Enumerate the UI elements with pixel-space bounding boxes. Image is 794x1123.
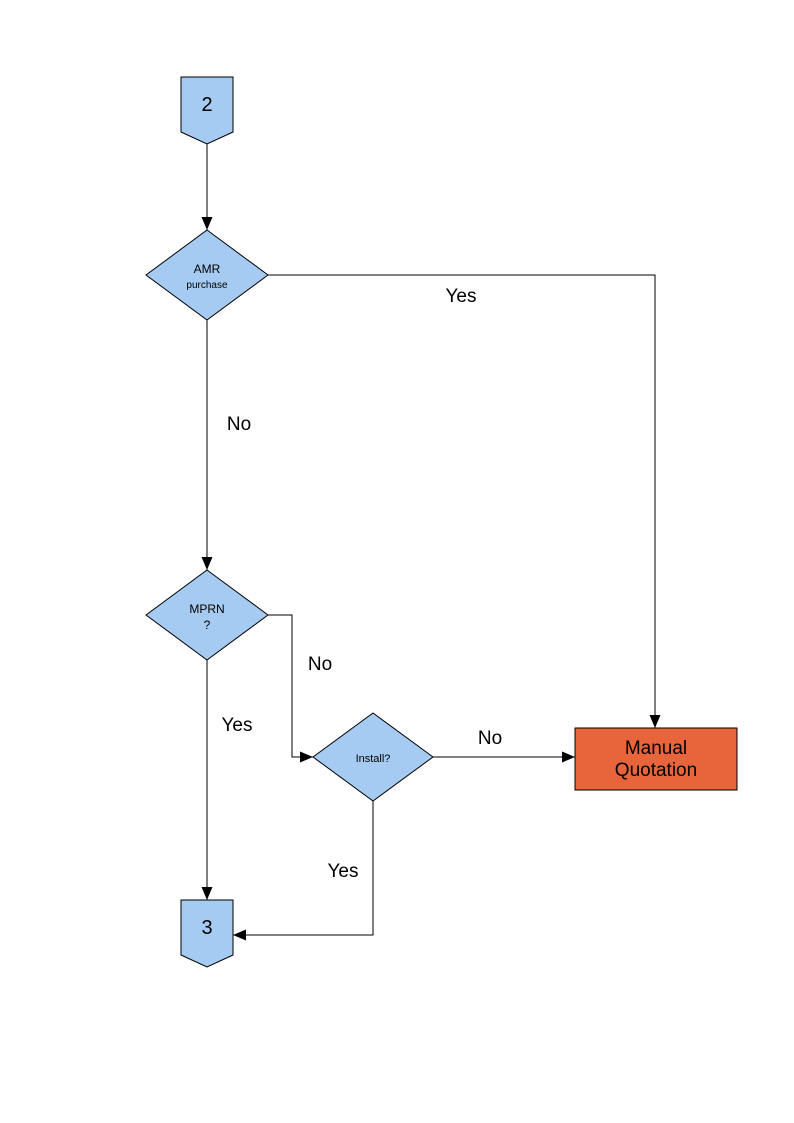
edge-amr-yes-to-manual-quotation [268, 274, 661, 728]
manual-quotation-label-line1: Manual [625, 738, 687, 759]
node-decision-install: Install? [312, 712, 434, 802]
mprn-label-line1: MPRN [189, 602, 224, 616]
install-diamond-shape [312, 712, 434, 802]
mprn-label-line2: ? [204, 618, 211, 632]
node-offpage-connector-2: 2 [180, 76, 234, 145]
offpage-connector-2-label: 2 [201, 94, 212, 116]
edge-label-amr-yes: Yes [446, 286, 477, 307]
offpage-connector-3-label: 3 [201, 917, 212, 939]
amr-purchase-label-line2: purchase [186, 280, 228, 291]
edge-label-install-no: No [478, 728, 502, 749]
edge-mprn-no-to-install [268, 614, 313, 763]
manual-quotation-box-shape [574, 727, 738, 791]
node-decision-amr-purchase: AMR purchase [145, 229, 269, 321]
node-offpage-connector-3: 3 [180, 899, 234, 968]
amr-purchase-diamond-shape [145, 229, 269, 321]
edge-install-yes-to-connector3 [233, 801, 374, 941]
manual-quotation-label-line2: Quotation [615, 760, 697, 781]
amr-purchase-label-line1: AMR [194, 262, 221, 276]
offpage-connector-2-shape [180, 76, 234, 145]
edge-label-mprn-no: No [308, 654, 332, 675]
edge-label-install-yes: Yes [328, 861, 359, 882]
offpage-connector-3-shape [180, 899, 234, 968]
mprn-diamond-shape [145, 569, 269, 661]
install-label: Install? [356, 753, 391, 765]
node-process-manual-quotation: Manual Quotation [574, 727, 738, 791]
edge-label-mprn-yes: Yes [222, 715, 253, 736]
node-decision-mprn: MPRN ? [145, 569, 269, 661]
edge-label-amr-no: No [227, 414, 251, 435]
